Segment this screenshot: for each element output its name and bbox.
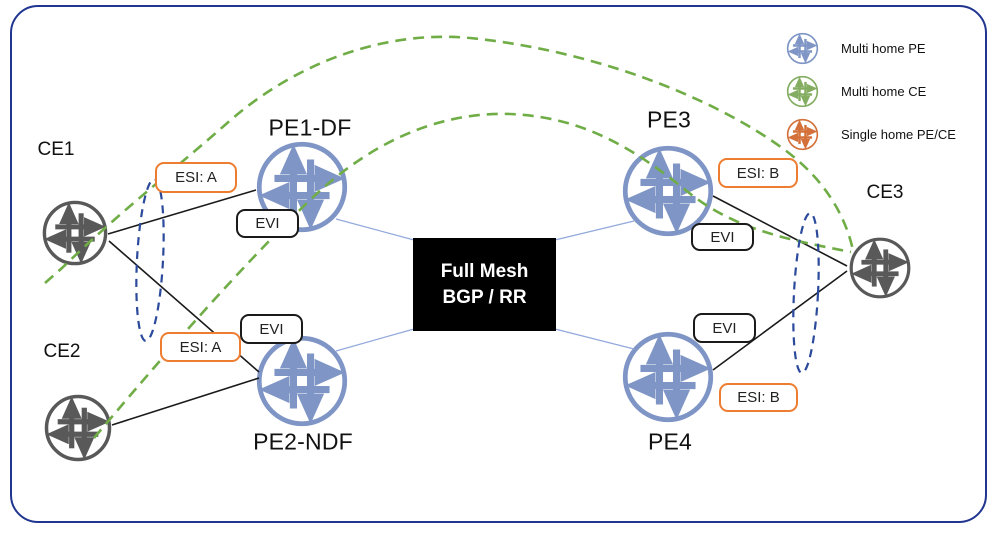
ce1-router-icon [41,199,109,267]
pe2-router-icon [255,334,350,429]
diagram-border [10,5,987,523]
pe3-router-icon [621,144,716,239]
ce3-router-icon [848,236,912,300]
pe4-router-icon [621,330,716,425]
ce2-router-icon [43,393,113,463]
pe1-router-icon [255,140,350,235]
